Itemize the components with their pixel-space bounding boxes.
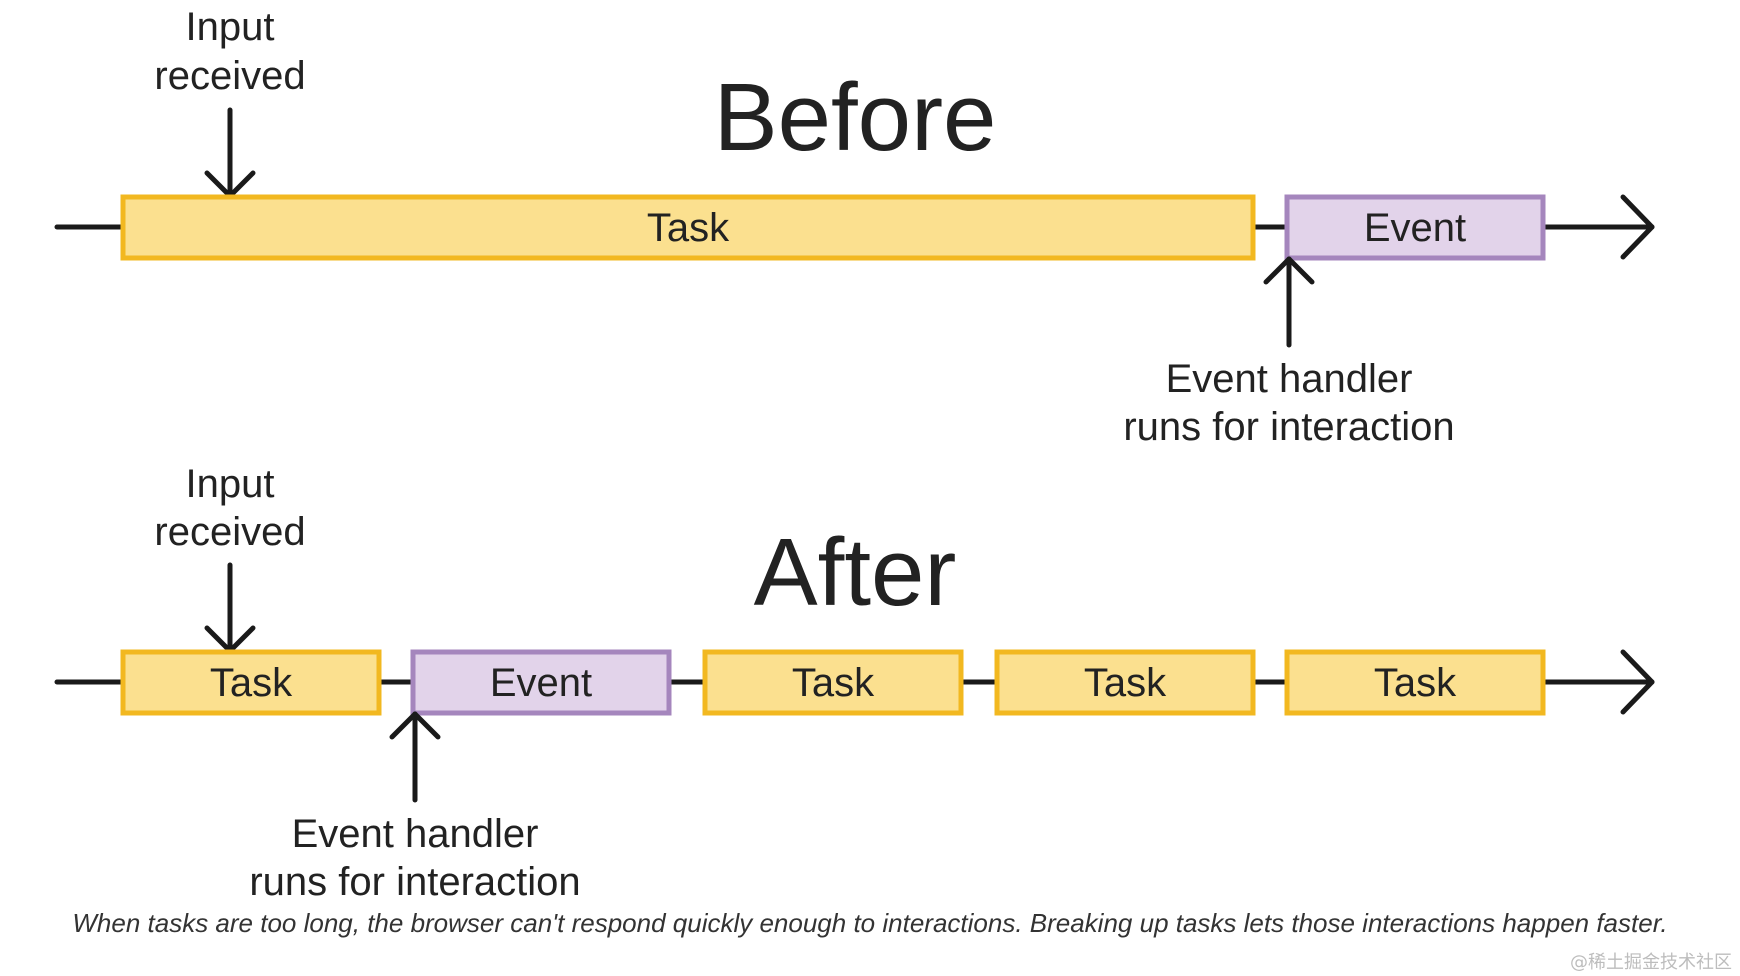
before-input-label-line1: Input	[186, 5, 275, 49]
before-event-label: Event	[1364, 206, 1466, 250]
before-event-block: Event	[1284, 194, 1546, 261]
after-timeline-arrowhead-icon	[1620, 649, 1655, 715]
after-task-label-4: Task	[1374, 661, 1457, 705]
after-task-block-2: Task	[702, 649, 964, 716]
after-handler-arrow-icon	[389, 711, 441, 803]
watermark: @稀土掘金技术社区	[1570, 952, 1732, 973]
after-task-label-3: Task	[1084, 661, 1167, 705]
after-input-arrow-icon	[204, 562, 256, 654]
after-section: After Input received Task Event Task Ta	[54, 462, 1655, 904]
figure-caption: When tasks are too long, the browser can…	[72, 908, 1668, 938]
before-timeline-arrowhead-icon	[1620, 194, 1655, 260]
before-section: Before Input received Task Event Event h…	[54, 5, 1655, 449]
before-input-arrow-icon	[204, 107, 256, 199]
before-handler-label-line2: runs for interaction	[1123, 405, 1454, 449]
before-handler-label-line1: Event handler	[1166, 357, 1413, 401]
after-event-block: Event	[410, 649, 672, 716]
after-task-label-2: Task	[792, 661, 875, 705]
before-heading: Before	[714, 64, 997, 171]
after-input-label-line1: Input	[186, 462, 275, 506]
after-handler-label-line1: Event handler	[292, 812, 539, 856]
after-task-block-4: Task	[1284, 649, 1546, 716]
after-handler-label-line2: runs for interaction	[249, 860, 580, 904]
before-input-label-line2: received	[154, 54, 305, 98]
after-task-label-1: Task	[210, 661, 293, 705]
before-handler-arrow-icon	[1263, 256, 1315, 348]
after-heading: After	[754, 519, 957, 626]
before-task-block: Task	[120, 194, 1256, 261]
before-task-label: Task	[647, 206, 730, 250]
after-task-block-3: Task	[994, 649, 1256, 716]
after-task-block-1: Task	[120, 649, 382, 716]
after-input-label-line2: received	[154, 510, 305, 554]
after-event-label: Event	[490, 661, 592, 705]
